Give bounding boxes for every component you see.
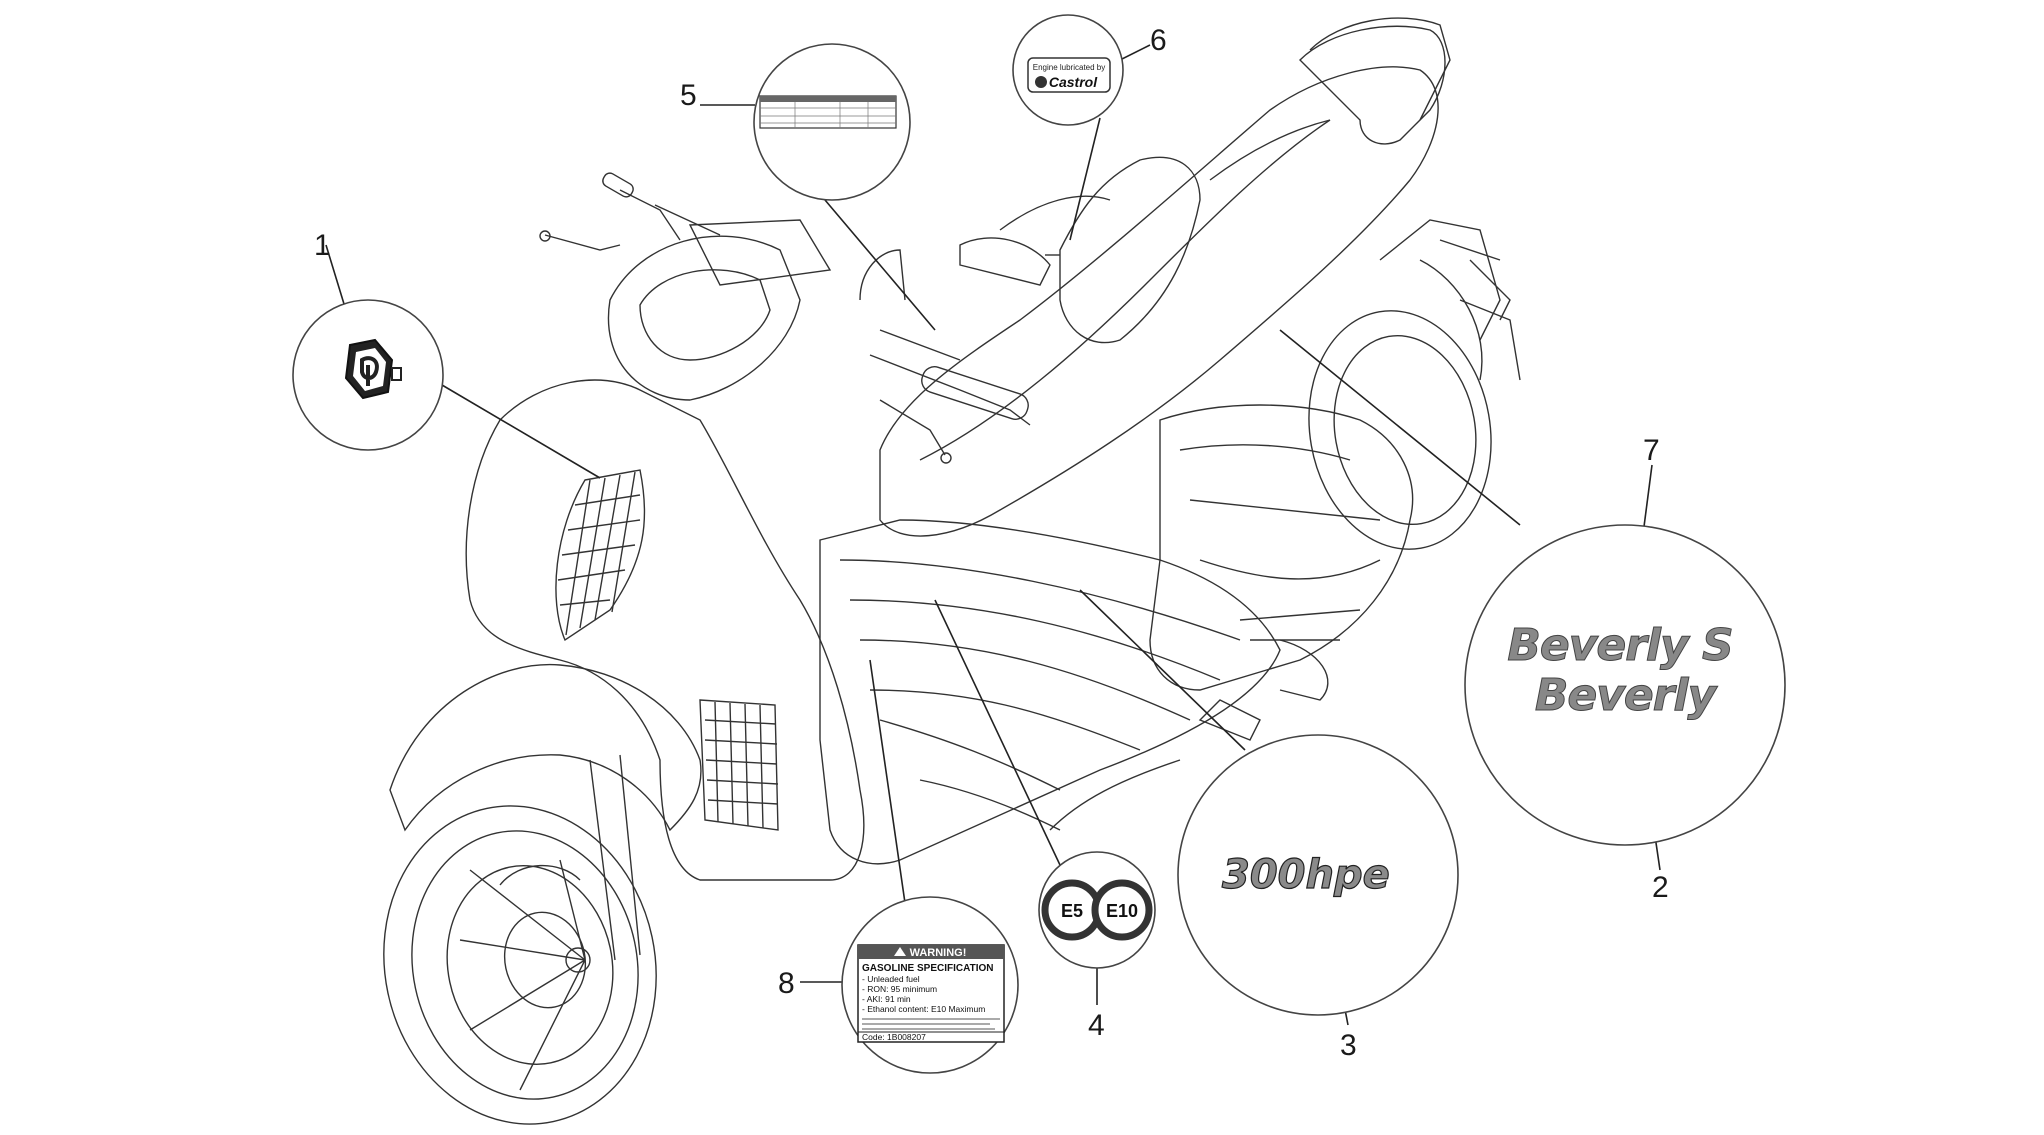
castrol-sticker: Engine lubricated by Castrol [1027, 57, 1111, 93]
castrol-caption: Engine lubricated by [1033, 63, 1106, 72]
warning-code: Code: 1B008207 [862, 1032, 926, 1042]
scooter-drawing [383, 17, 1521, 1125]
leader-7-body [1279, 329, 1521, 526]
callout-1: 1 [314, 229, 331, 262]
hpe-badge: 300hpe [1221, 851, 1390, 898]
handlebar-assembly [539, 172, 1060, 464]
side-grille [699, 699, 779, 831]
bubble-6-castrol[interactable]: Engine lubricated by Castrol [1012, 14, 1124, 126]
side-body [819, 519, 1281, 865]
bubble-5-tire-label[interactable] [753, 43, 911, 201]
warning-heading: GASOLINE SPECIFICATION [862, 963, 994, 974]
piaggio-emblem-icon [344, 338, 402, 400]
leader-6 [1069, 117, 1101, 241]
bubble-8-warning[interactable]: WARNING! GASOLINE SPECIFICATION - Unlead… [841, 896, 1019, 1074]
callout-7: 7 [1643, 434, 1660, 467]
bubble-4-fuel-badge[interactable]: E5 E10 [1038, 851, 1156, 969]
rear-tail [1299, 25, 1446, 145]
callout-numbers: 1 2 3 4 5 6 7 8 [314, 24, 1669, 1062]
hpe-badge-text: 300hpe [1222, 852, 1390, 898]
castrol-logo-text: Castrol [1049, 74, 1098, 90]
bubble-7-2-beverly[interactable]: Beverly S Beverly [1464, 524, 1786, 846]
warning-line-1: - Unleaded fuel [862, 974, 920, 984]
front-grille [555, 469, 646, 642]
beverly-s-badge: Beverly S [1507, 620, 1732, 671]
front-fender [389, 663, 702, 832]
rear-wheel [1308, 259, 1492, 550]
leader-5 [824, 199, 936, 331]
callout-8: 8 [778, 967, 795, 1000]
bubble-1-emblem[interactable] [292, 299, 444, 451]
leader-1 [441, 384, 601, 479]
warning-triangle-icon [894, 947, 906, 956]
leader-3-body [1079, 589, 1246, 751]
beverly-badge: Beverly [1535, 670, 1719, 721]
bubble-3-hpe[interactable]: 300hpe [1177, 734, 1459, 1016]
callout-3: 3 [1340, 1029, 1357, 1062]
leader-4-body [934, 599, 1061, 866]
leader-8-body [869, 659, 906, 904]
e5-label: E5 [1061, 901, 1083, 921]
callout-5: 5 [680, 79, 697, 112]
warning-line-4: - Ethanol content: E10 Maximum [862, 1004, 985, 1014]
engine-case [1149, 404, 1414, 691]
front-wheel [383, 805, 657, 1125]
front-fork [589, 754, 641, 961]
rear-frame [1379, 219, 1521, 381]
leader-lines [325, 44, 1661, 1026]
warning-title: WARNING! [910, 947, 967, 959]
warning-line-2: - RON: 95 minimum [862, 984, 937, 994]
tire-pressure-label [759, 95, 897, 129]
front-shield [465, 379, 865, 881]
callout-4: 4 [1088, 1009, 1105, 1042]
warning-line-3: - AKI: 91 min [862, 994, 911, 1004]
e10-label: E10 [1106, 901, 1138, 921]
gasoline-warning-label: WARNING! GASOLINE SPECIFICATION - Unlead… [857, 944, 1005, 1043]
seat [879, 66, 1439, 537]
e5-e10-sticker: E5 E10 [1041, 879, 1153, 941]
callout-6: 6 [1150, 24, 1167, 57]
callout-2: 2 [1652, 871, 1669, 904]
